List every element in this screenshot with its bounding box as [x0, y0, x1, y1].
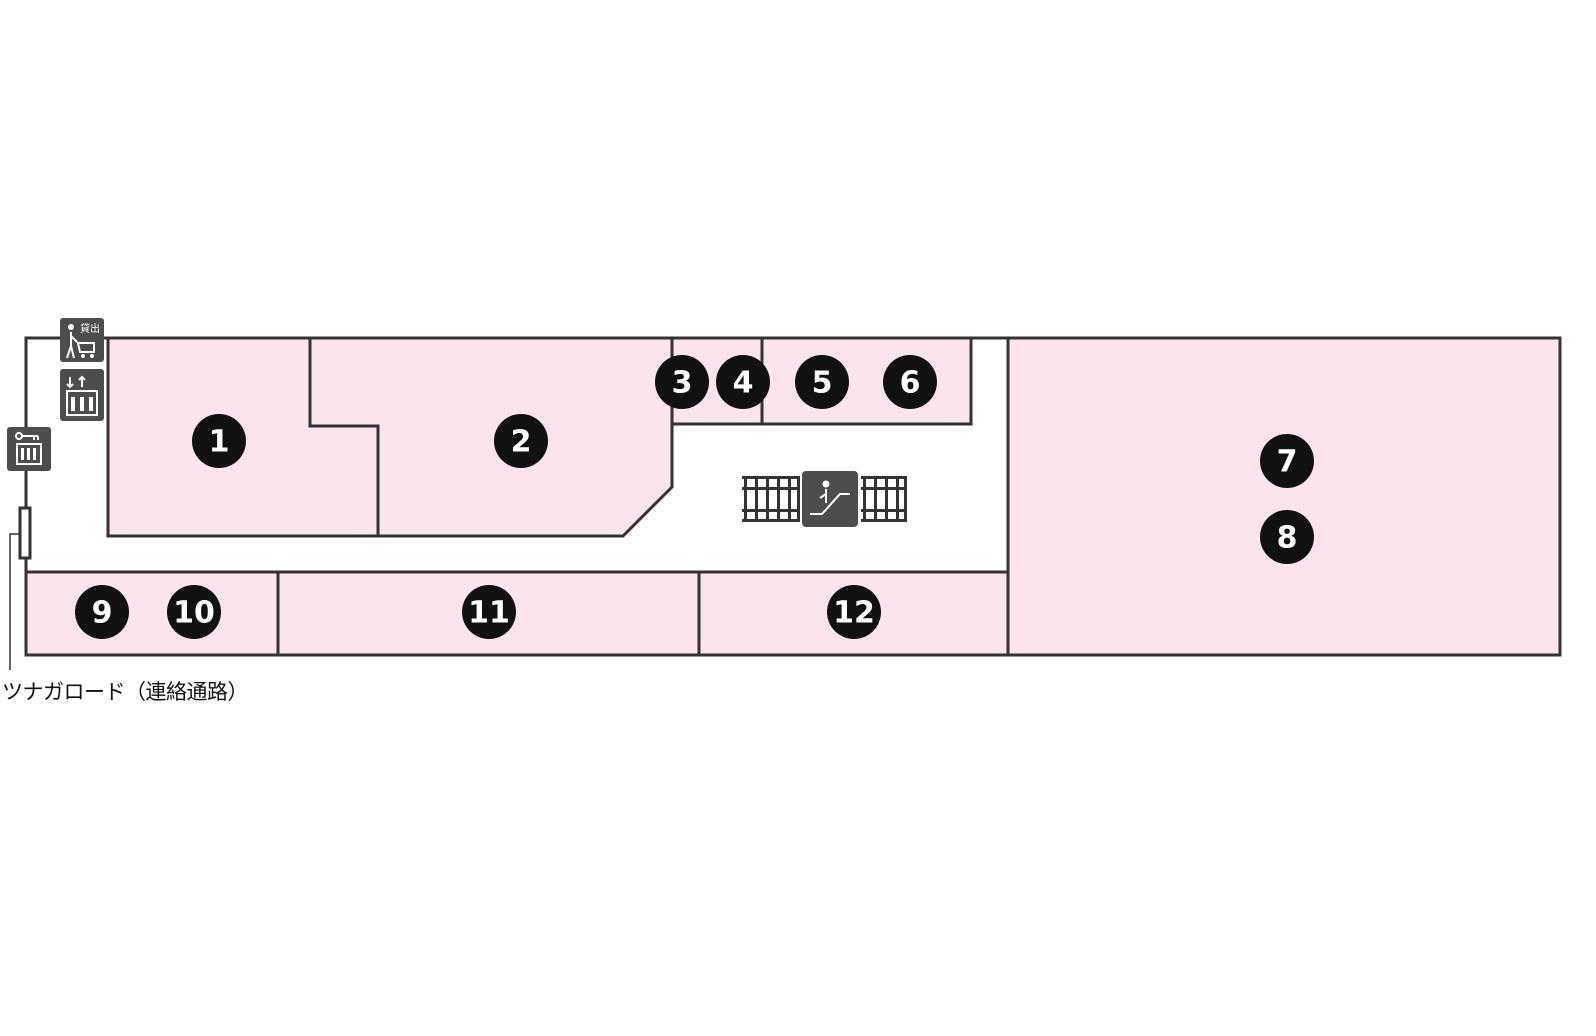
shop-area-5-6[interactable]	[760, 336, 973, 426]
shop-badge-circle	[75, 585, 129, 639]
escalator-rail-left	[742, 476, 800, 522]
shop-badge-7[interactable]: 7	[1260, 434, 1314, 488]
shop-badge-4[interactable]: 4	[716, 355, 770, 409]
shop-badge-2[interactable]: 2	[494, 414, 548, 468]
shop-badge-11[interactable]: 11	[462, 585, 516, 639]
coin-locker-icon[interactable]	[7, 427, 51, 471]
escalator-group	[742, 471, 907, 527]
connector-door[interactable]	[18, 506, 32, 560]
shop-badge-number: 2	[511, 425, 532, 460]
shop-badge-number: 1	[209, 425, 230, 460]
shop-badge-circle	[795, 355, 849, 409]
shop-badge-circle	[1260, 510, 1314, 564]
shop-badge-10[interactable]: 10	[167, 585, 221, 639]
shop-badge-9[interactable]: 9	[75, 585, 129, 639]
shop-badge-number: 8	[1277, 521, 1298, 556]
shop-badge-6[interactable]: 6	[883, 355, 937, 409]
stroller-rental-icon[interactable]: 貸出	[60, 318, 104, 362]
connector-label: ツナガロード（連絡通路）	[2, 680, 249, 704]
stroller-rental-text: 貸出	[80, 322, 100, 335]
shop-badge-1[interactable]: 1	[192, 414, 246, 468]
shop-badge-3[interactable]: 3	[655, 355, 709, 409]
shop-badge-number: 5	[812, 366, 833, 401]
shop-badge-number: 10	[173, 596, 215, 631]
shop-badge-number: 9	[92, 596, 113, 631]
shop-badge-circle	[192, 414, 246, 468]
shop-badge-number: 12	[833, 596, 875, 631]
elevator-icon[interactable]	[60, 369, 104, 421]
shop-badge-8[interactable]: 8	[1260, 510, 1314, 564]
shop-badge-5[interactable]: 5	[795, 355, 849, 409]
escalator-rail-right	[861, 476, 907, 522]
shop-badge-number: 6	[900, 366, 921, 401]
shop-area-7-8[interactable]	[1006, 336, 1562, 657]
connector-leader-line	[9, 533, 20, 670]
shop-area-9-10[interactable]	[24, 570, 280, 657]
shop-badge-number: 11	[468, 596, 510, 631]
shop-badge-number: 7	[1277, 445, 1298, 480]
shop-areas	[24, 336, 1562, 657]
shop-badge-circle	[883, 355, 937, 409]
shop-badge-circle	[655, 355, 709, 409]
shop-badge-number: 3	[672, 366, 693, 401]
shop-badge-circle	[494, 414, 548, 468]
shop-badge-circle	[827, 585, 881, 639]
shop-badge-circle	[462, 585, 516, 639]
shop-badge-number: 4	[733, 366, 754, 401]
shop-badge-circle	[716, 355, 770, 409]
shop-badge-12[interactable]: 12	[827, 585, 881, 639]
shop-badge-circle	[167, 585, 221, 639]
escalator-icon[interactable]	[802, 471, 858, 527]
shop-badge-circle	[1260, 434, 1314, 488]
